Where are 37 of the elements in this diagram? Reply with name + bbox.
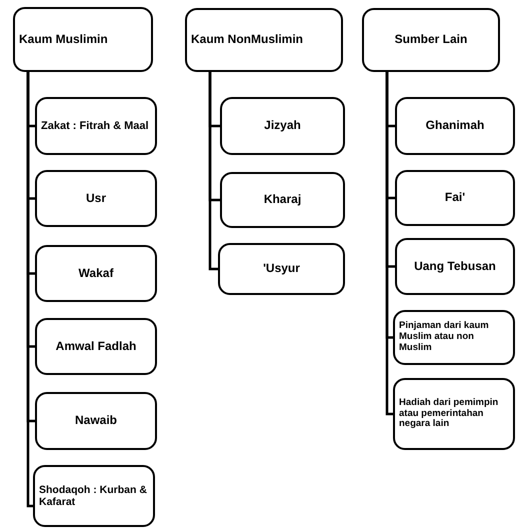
box-label: Nawaib <box>74 414 117 428</box>
rounded-box <box>395 238 515 295</box>
box-label: Kaum NonMuslimin <box>191 33 304 47</box>
rounded-box <box>35 170 157 227</box>
box-label: Amwal Fadlah <box>56 340 136 354</box>
rounded-box <box>220 97 345 155</box>
box-label: Usr <box>86 192 106 206</box>
rounded-box <box>220 172 345 228</box>
connector-line <box>26 72 33 508</box>
box-label: Wakaf <box>78 266 114 280</box>
box-label: Jizyah <box>264 119 301 133</box>
box-label: Shodaqoh : Kurban & Kafarat <box>39 484 148 508</box>
box-label: 'Usyur <box>263 262 300 276</box>
rounded-box <box>35 97 157 155</box>
box-label: Fai' <box>444 191 466 205</box>
rounded-box <box>13 7 153 72</box>
box-label: Ghanimah <box>426 119 484 133</box>
box-label: Zakat : Fitrah & Maal <box>41 120 149 132</box>
box-label: Kaum Muslimin <box>19 32 108 46</box>
rounded-box <box>33 465 155 527</box>
rounded-box <box>393 378 515 450</box>
rounded-box <box>395 97 515 155</box>
box-label: Hadiah dari pemimpin atau pemerintahan negara lain <box>399 398 500 430</box>
rounded-box <box>393 310 515 365</box>
rounded-box <box>362 8 500 72</box>
box-label: Kharaj <box>264 193 302 207</box>
rounded-box <box>185 8 343 72</box>
rounded-box <box>35 318 157 375</box>
box-label: Uang Tebusan <box>414 260 496 274</box>
rounded-box <box>35 245 157 302</box>
rounded-box <box>395 170 515 226</box>
connector-line <box>386 72 393 416</box>
box-label: Sumber Lain <box>394 33 468 47</box>
box-label: Pinjaman dari kaum Muslim atau non Muslim <box>399 321 490 354</box>
connector-line <box>208 72 218 270</box>
rounded-box <box>218 243 345 295</box>
rounded-box <box>35 392 157 450</box>
